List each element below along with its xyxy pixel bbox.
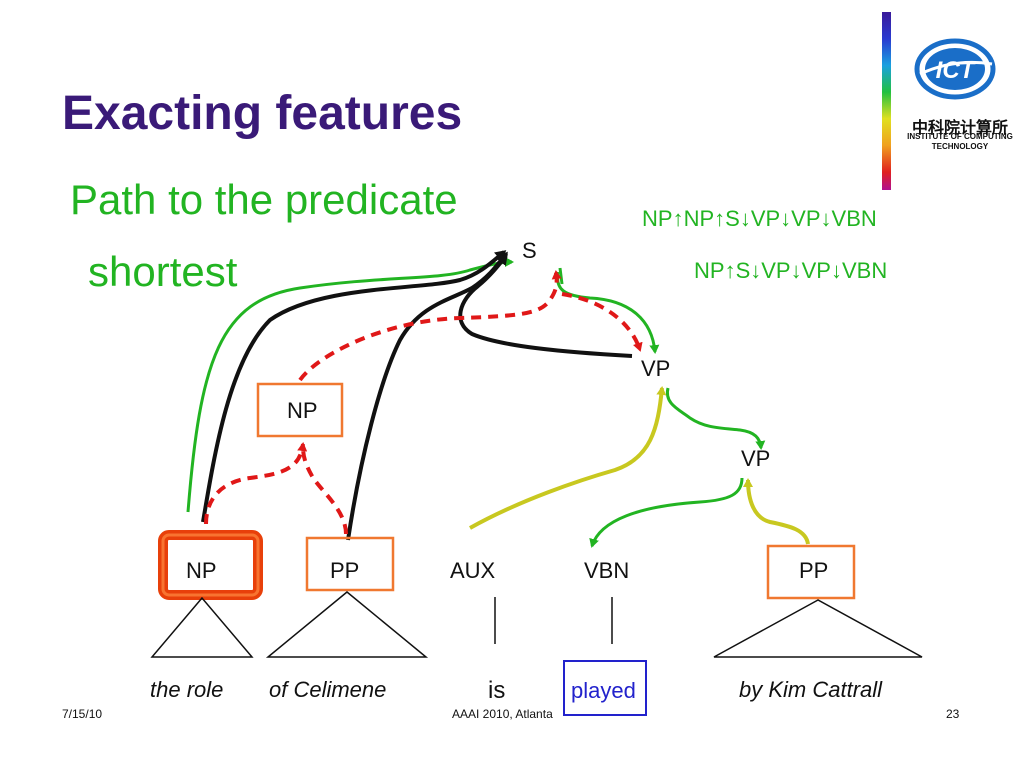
subtitle-line-2: shortest: [88, 248, 238, 295]
node-s: S: [522, 238, 537, 263]
green-path-vp-to-vbn: [589, 477, 744, 548]
down-arrow-icon: ↓: [739, 206, 751, 231]
logo-english-text: INSTITUTE OF COMPUTING TECHNOLOGY: [907, 132, 1013, 151]
down-arrow-icon: ↓: [830, 258, 842, 283]
path-feature-long: NP↑NP↑S↓VP↓VP↓VBN: [642, 206, 877, 231]
node-vp-2: VP: [741, 446, 771, 471]
rainbow-bar: [882, 12, 891, 190]
triangle-np: [150, 596, 254, 658]
green-tick-s: [558, 267, 564, 285]
yellow-path-aux-to-vp: [469, 386, 667, 530]
down-arrow-icon: ↓: [790, 258, 802, 283]
node-np-mid: NP: [287, 398, 318, 423]
down-arrow-icon: ↓: [820, 206, 832, 231]
path-feature-short: NP↑S↓VP↓VP↓VBN: [694, 258, 888, 283]
black-path-vp-to-s: [458, 253, 633, 358]
word-by-kim-cattrall: by Kim Cattrall: [739, 677, 883, 702]
subtitle-line-1: Path to the predicate: [70, 176, 458, 223]
up-arrow-icon: ↑: [714, 206, 726, 231]
word-the-role: the role: [150, 677, 224, 702]
green-path-vp-to-vp: [665, 387, 766, 450]
up-arrow-icon: ↑: [724, 258, 736, 283]
yellow-path-pp-to-vp: [743, 478, 810, 545]
svg-text:ICT: ICT: [936, 57, 977, 84]
red-dashed-np-to-npmid: [204, 442, 308, 525]
played-box: played: [563, 660, 647, 716]
footer-date: 7/15/10: [62, 707, 103, 721]
pp1-box: [305, 536, 395, 592]
red-dashed-s-to-vp: [561, 292, 643, 352]
ict-logo-icon: ICT: [914, 38, 996, 100]
node-pp-1: PP: [330, 558, 360, 583]
up-arrow-icon: ↑: [672, 206, 684, 231]
black-path-pp-to-s: [346, 251, 508, 541]
triangle-pp2: [713, 599, 923, 658]
green-path-s-to-vp: [555, 271, 660, 354]
np-mid-box: [256, 382, 344, 438]
logo-chinese-text: 中科院计算所: [911, 118, 1008, 137]
word-of-celimene: of Celimene: [269, 677, 387, 702]
pp2-box: [766, 544, 856, 600]
slide-title: Exacting features: [62, 87, 463, 140]
node-pp-2: PP: [799, 558, 829, 583]
red-dashed-npmid-to-s: [298, 270, 562, 382]
footer-venue: AAAI 2010, Atlanta: [452, 707, 553, 721]
black-path-np-to-s: [201, 250, 507, 523]
footer-page-number: 23: [946, 707, 960, 721]
word-is: is: [488, 677, 506, 704]
node-aux: AUX: [450, 558, 496, 583]
ict-logo: ICT 中科院计算所 INSTITUTE OF COMPUTING TECHNO…: [900, 30, 1020, 160]
node-np: NP: [186, 558, 217, 583]
word-played: played: [571, 678, 636, 703]
down-arrow-icon: ↓: [750, 258, 762, 283]
node-vp-1: VP: [641, 356, 671, 381]
down-arrow-icon: ↓: [780, 206, 792, 231]
node-vbn: VBN: [584, 558, 630, 583]
red-dashed-pp-to-npmid: [301, 445, 348, 535]
triangle-pp1: [265, 591, 429, 658]
